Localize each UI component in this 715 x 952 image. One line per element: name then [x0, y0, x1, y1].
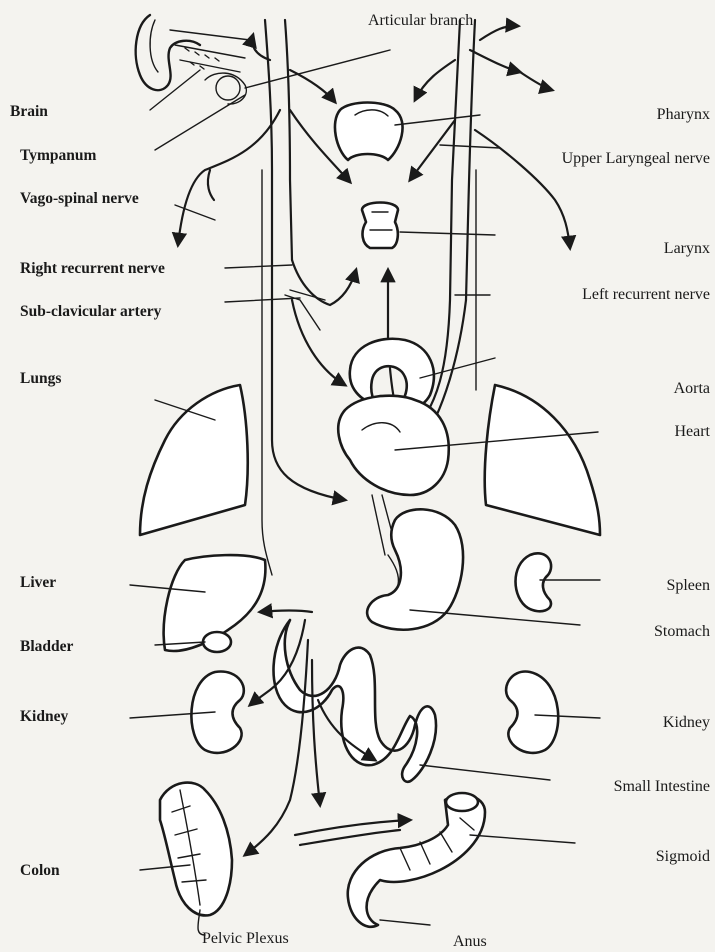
label-left-recurrent-nerve: Left recurrent nerve: [582, 286, 710, 304]
label-kidney-left: Kidney: [20, 708, 68, 726]
label-bladder: Bladder: [20, 638, 73, 656]
larynx-shape: [362, 203, 398, 249]
label-right-recurrent-nerve: Right recurrent nerve: [20, 260, 165, 278]
label-small-intestine: Small Intestine: [614, 778, 710, 796]
label-anus: Anus: [453, 933, 487, 951]
label-liver: Liver: [20, 574, 56, 592]
label-sub-clavicular-artery: Sub-clavicular artery: [20, 303, 161, 321]
left-kidney-shape: [191, 672, 243, 753]
label-upper-laryngeal-nerve: Upper Laryngeal nerve: [562, 150, 710, 168]
stomach-shape: [367, 509, 463, 629]
heart-shape: [338, 396, 449, 495]
right-lung-shape: [485, 385, 600, 535]
label-heart: Heart: [674, 423, 710, 441]
label-tympanum: Tympanum: [20, 147, 96, 165]
pharynx-shape: [335, 103, 403, 161]
label-colon: Colon: [20, 862, 60, 880]
label-vago-spinal-nerve: Vago-spinal nerve: [20, 190, 139, 208]
ear-and-brain-sketch: [136, 15, 250, 104]
label-pelvic-plexus: Pelvic Plexus: [202, 930, 289, 948]
label-aorta: Aorta: [674, 380, 710, 398]
label-kidney-right: Kidney: [663, 714, 710, 732]
left-lung-shape: [140, 385, 248, 535]
colon-shape: [160, 783, 232, 916]
label-brain: Brain: [10, 103, 48, 121]
label-articular-branch: Articular branch: [368, 12, 473, 30]
label-pharynx: Pharynx: [657, 106, 710, 124]
label-stomach: Stomach: [654, 623, 710, 641]
label-spleen: Spleen: [666, 577, 710, 595]
right-kidney-shape: [506, 672, 558, 753]
label-sigmoid: Sigmoid: [656, 848, 710, 866]
lower-branches: [245, 611, 410, 856]
sigmoid-shape: [348, 795, 485, 927]
bladder-shape: [203, 632, 231, 652]
label-lungs: Lungs: [20, 370, 61, 388]
spleen-shape: [516, 553, 552, 611]
label-larynx: Larynx: [664, 240, 710, 258]
